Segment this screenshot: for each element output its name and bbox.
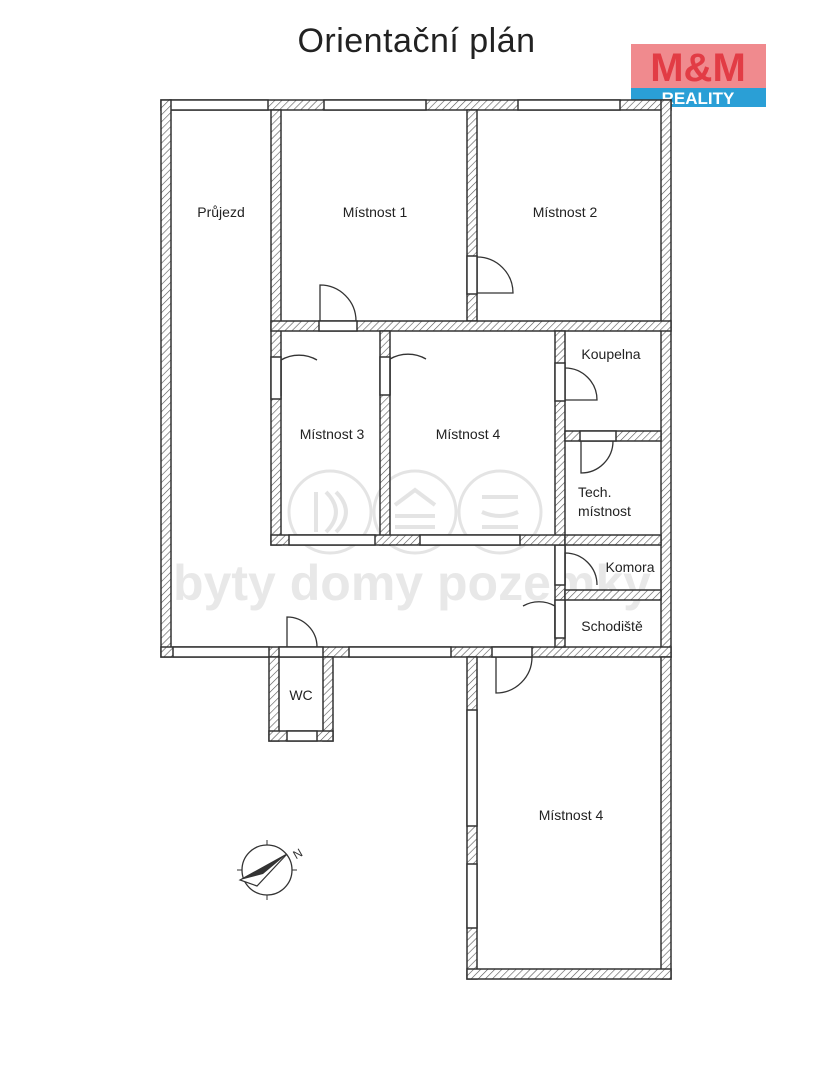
watermark-circle-3 <box>457 469 543 555</box>
door-koupelna <box>564 367 598 401</box>
wall-wc-left <box>268 656 280 742</box>
door-gap-wc <box>278 646 324 658</box>
label-koupelna: Koupelna <box>581 346 640 362</box>
window-inner-2 <box>419 534 521 546</box>
window-bottom-1 <box>172 646 270 658</box>
door-gap-koupelna <box>554 362 566 402</box>
door-komora <box>564 552 598 586</box>
compass-icon: N <box>237 840 305 900</box>
label-komora: Komora <box>605 559 654 575</box>
door-gap-komora <box>554 544 566 586</box>
door-gap-m4 <box>379 356 391 396</box>
watermark-glyph-2 <box>393 487 437 529</box>
wall-wc-right <box>322 656 334 742</box>
watermark-text: byty domy pozemky <box>173 555 651 611</box>
label-mistnost-1: Místnost 1 <box>343 204 408 220</box>
window-top-3 <box>517 99 621 111</box>
wall-tech-komora <box>564 534 662 546</box>
label-prujezd: Průjezd <box>197 204 244 220</box>
window-inner-1 <box>288 534 376 546</box>
window-m4b-1 <box>466 709 478 827</box>
door-tech <box>580 440 614 474</box>
walls <box>160 99 672 980</box>
wall-m4b-bottom <box>466 968 672 980</box>
door-gap-schodiste <box>554 599 566 639</box>
door-gap-m3 <box>270 356 282 400</box>
logo-brand-text: M&M <box>650 46 746 90</box>
watermark-glyph-3 <box>481 495 519 529</box>
label-mistnost-4b: Místnost 4 <box>539 807 604 823</box>
compass-needle-fill <box>240 854 287 880</box>
label-wc: WC <box>289 687 312 703</box>
room-labels: Průjezd Místnost 1 Místnost 2 Místnost 3… <box>197 204 654 823</box>
label-mistnost-4a: Místnost 4 <box>436 426 501 442</box>
watermark-circle-1 <box>287 469 373 555</box>
label-tech-line-1: Tech. <box>578 484 611 500</box>
window-bottom-2 <box>348 646 452 658</box>
wall-m4b-right <box>660 656 672 980</box>
door-gap-tech <box>579 430 617 442</box>
watermark: byty domy pozemky <box>173 469 651 611</box>
logo-sub-text: REALITY <box>662 89 735 107</box>
door-gap-m2 <box>466 255 478 295</box>
wall-komora-schodiste <box>564 589 662 601</box>
page-title: Orientační plán <box>297 22 536 60</box>
window-top-2 <box>323 99 427 111</box>
wall-right-upper <box>660 99 672 658</box>
door-m2 <box>476 256 514 294</box>
wall-m4-service <box>554 330 566 648</box>
door-wc <box>286 616 318 648</box>
watermark-glyph-1 <box>314 490 348 534</box>
window-wc <box>286 730 318 742</box>
label-mistnost-3: Místnost 3 <box>300 426 365 442</box>
watermark-circle-2 <box>372 469 458 555</box>
door-m4b <box>495 656 533 694</box>
door-m3 <box>280 354 318 396</box>
label-tech-line-2: místnost <box>578 503 631 519</box>
label-schodiste: Schodiště <box>581 618 643 634</box>
door-gap-m4b <box>491 646 533 658</box>
door-gap-m1 <box>318 320 358 332</box>
wall-under-m1-m2 <box>270 320 672 332</box>
door-schodiste <box>522 601 556 638</box>
door-m1 <box>319 284 357 322</box>
doors <box>280 256 614 694</box>
window-top-1 <box>169 99 269 111</box>
window-m4b-2 <box>466 863 478 929</box>
door-m4 <box>389 353 427 395</box>
label-mistnost-2: Místnost 2 <box>533 204 598 220</box>
logo-top-block <box>631 44 766 88</box>
compass-north-label: N <box>291 846 306 862</box>
wall-left <box>160 99 172 658</box>
